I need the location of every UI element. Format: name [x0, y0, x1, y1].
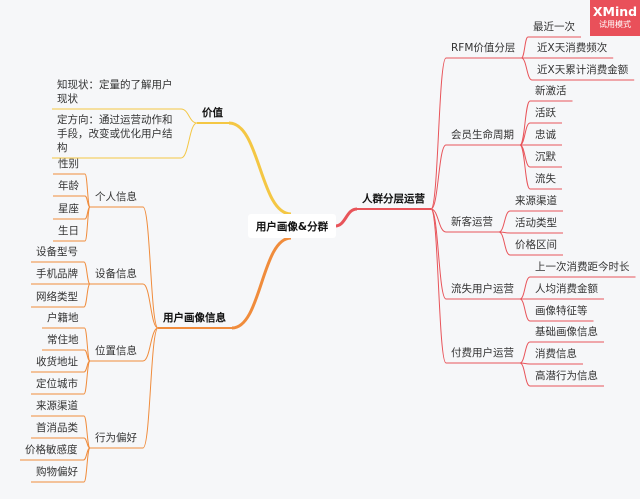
- connector: [519, 144, 531, 190]
- branch-topic[interactable]: 新客运营: [451, 216, 493, 228]
- subtopic[interactable]: 消费信息: [535, 348, 577, 360]
- connector: [334, 207, 358, 228]
- branch-topic[interactable]: 行为偏好: [95, 432, 137, 444]
- subtopic[interactable]: 常住地: [47, 334, 79, 346]
- subtopic[interactable]: 基础画像信息: [535, 326, 598, 338]
- subtopic[interactable]: 新激活: [535, 85, 567, 97]
- subtopic[interactable]: 设备型号: [36, 246, 78, 258]
- connector: [83, 360, 91, 395]
- subtopic[interactable]: 忠诚: [535, 129, 556, 141]
- branch-topic[interactable]: 会员生命周期: [451, 129, 514, 141]
- xmind-watermark[interactable]: XMind 试用模式: [590, 0, 640, 36]
- connector: [430, 208, 447, 300]
- connector: [84, 195, 91, 208]
- central-topic[interactable]: 用户画像&分群: [248, 214, 336, 238]
- subtopic[interactable]: 流失: [535, 173, 556, 185]
- connector: [519, 298, 531, 322]
- subtopic[interactable]: 年龄: [58, 180, 79, 192]
- connector: [231, 236, 292, 330]
- subtopic[interactable]: 最近一次: [533, 21, 575, 33]
- subtopic[interactable]: 网络类型: [36, 291, 78, 303]
- subtopic[interactable]: 价格区间: [515, 239, 557, 251]
- connector: [142, 327, 159, 449]
- connector: [83, 447, 91, 483]
- branch-topic[interactable]: 个人信息: [95, 191, 137, 203]
- connector: [83, 261, 91, 285]
- subtopic[interactable]: 户籍地: [47, 312, 79, 324]
- subtopic[interactable]: 手机品牌: [36, 268, 78, 280]
- branch-topic[interactable]: 付费用户运营: [451, 347, 514, 359]
- subtopic[interactable]: 高潜行为信息: [535, 370, 598, 382]
- connector: [142, 206, 159, 329]
- connector: [519, 362, 531, 387]
- connector: [519, 341, 531, 364]
- connector: [430, 57, 447, 210]
- connector: [519, 122, 531, 146]
- connector: [521, 57, 533, 81]
- subtopic[interactable]: 来源渠道: [36, 400, 78, 412]
- connector: [142, 327, 159, 362]
- connector: [498, 231, 511, 256]
- connector: [84, 206, 91, 242]
- subtopic[interactable]: 生日: [58, 225, 79, 237]
- branch-topic[interactable]: 用户画像信息: [163, 312, 226, 324]
- connector: [142, 283, 159, 329]
- branch-topic[interactable]: 定方向：通过运营动作和手段，改变或优化用户结构: [57, 114, 173, 154]
- branch-topic[interactable]: 知现状：定量的了解用户现状: [57, 79, 173, 105]
- subtopic[interactable]: 活动类型: [515, 217, 557, 229]
- subtopic[interactable]: 沉默: [535, 151, 556, 163]
- watermark-mode: 试用模式: [599, 20, 631, 29]
- branch-topic[interactable]: 价值: [202, 107, 223, 119]
- watermark-brand: XMind: [592, 4, 638, 19]
- subtopic[interactable]: 近X天消费频次: [537, 42, 608, 54]
- connector: [519, 100, 531, 146]
- subtopic[interactable]: 性别: [58, 158, 79, 170]
- subtopic[interactable]: 近X天累计消费金额: [537, 64, 629, 76]
- subtopic[interactable]: 首消品类: [36, 422, 78, 434]
- subtopic[interactable]: 购物偏好: [36, 466, 78, 478]
- branch-topic[interactable]: 人群分层运营: [362, 193, 425, 205]
- connector: [498, 210, 511, 233]
- subtopic[interactable]: 星座: [58, 203, 79, 215]
- branch-topic[interactable]: 位置信息: [95, 345, 137, 357]
- connector: [430, 144, 447, 210]
- subtopic[interactable]: 来源渠道: [515, 195, 557, 207]
- connector: [430, 208, 447, 364]
- connector: [519, 276, 531, 300]
- connector: [180, 122, 198, 159]
- subtopic[interactable]: 活跃: [535, 107, 556, 119]
- subtopic[interactable]: 收货地址: [36, 356, 78, 368]
- connector: [430, 208, 447, 233]
- subtopic[interactable]: 定位城市: [36, 378, 78, 390]
- connector: [520, 36, 529, 59]
- connector: [180, 108, 198, 124]
- connector: [83, 415, 91, 449]
- branch-topic[interactable]: 流失用户运营: [451, 283, 514, 295]
- subtopic[interactable]: 人均消费金额: [535, 283, 598, 295]
- connector: [83, 283, 91, 308]
- branch-topic[interactable]: 设备信息: [95, 268, 137, 280]
- branch-topic[interactable]: RFM价值分层: [451, 42, 516, 54]
- subtopic[interactable]: 画像特征等: [535, 305, 588, 317]
- subtopic[interactable]: 价格敏感度: [25, 444, 78, 456]
- connector: [228, 121, 292, 216]
- subtopic[interactable]: 上一次消费距今时长: [535, 261, 630, 273]
